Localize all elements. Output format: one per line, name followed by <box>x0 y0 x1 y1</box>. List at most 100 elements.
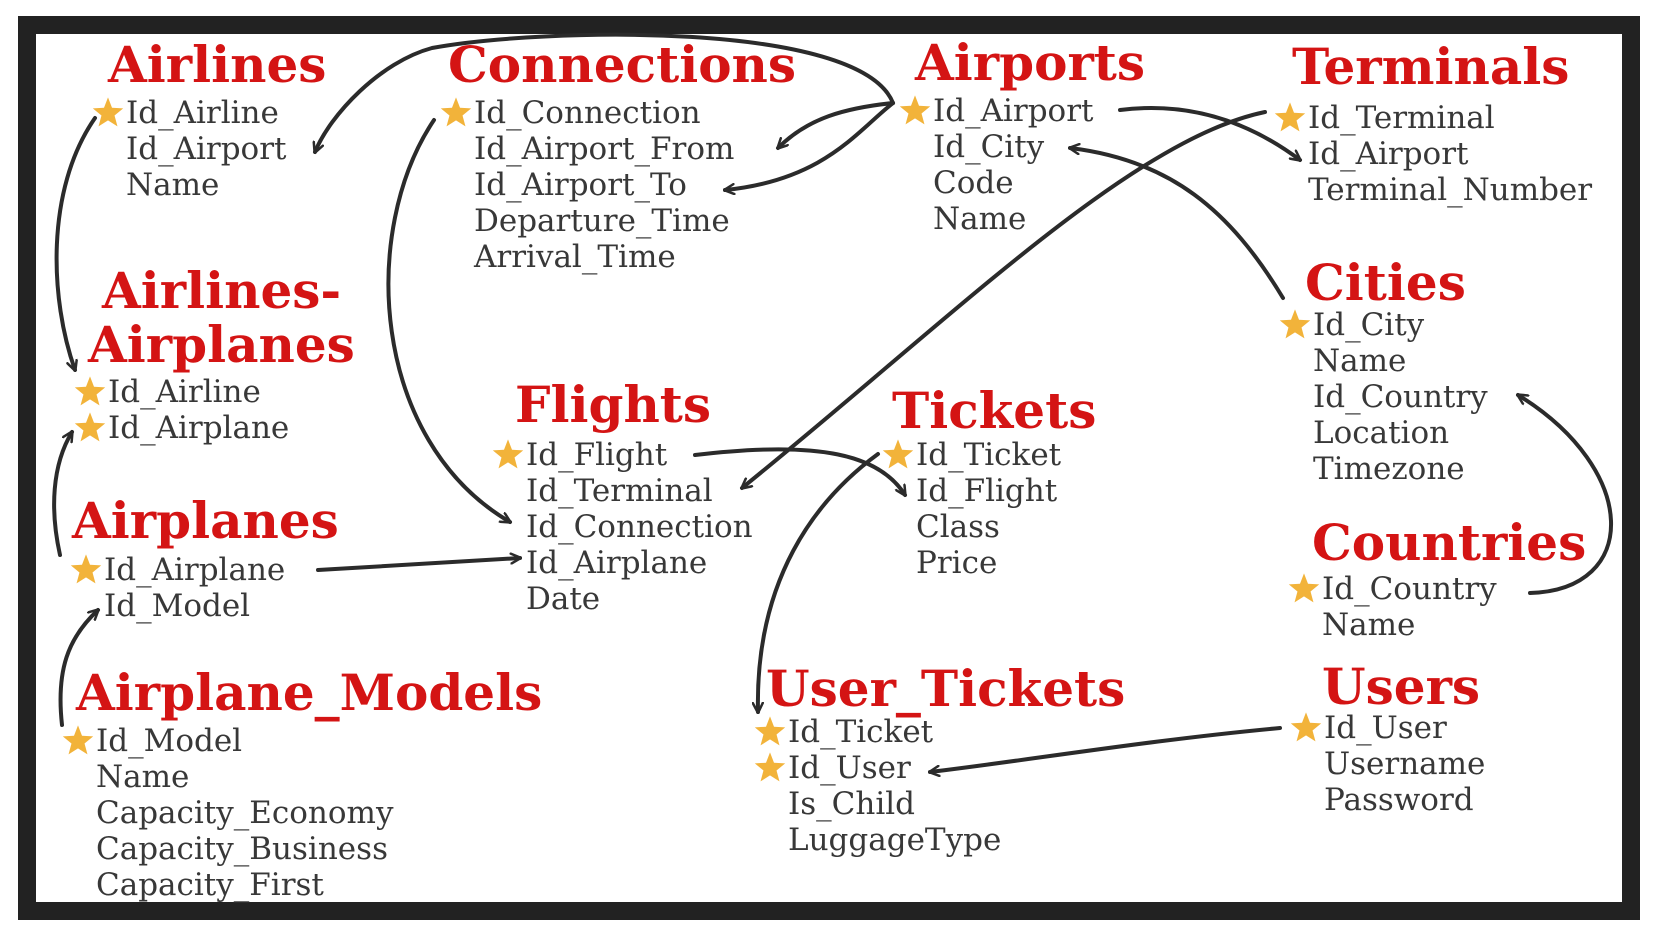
field-name: Capacity_Business <box>96 831 388 867</box>
field-name: Name <box>1313 343 1407 379</box>
field-name: Id_Connection <box>526 509 753 545</box>
table-title: Users <box>1322 660 1480 714</box>
star-icon <box>70 553 102 585</box>
field-name: Id_Airport_To <box>474 167 687 203</box>
field-name: Id_Country <box>1322 571 1497 607</box>
field-row: Id_Terminal <box>1274 100 1592 136</box>
field-row: Name <box>1322 607 1497 643</box>
field-name: Id_Airport <box>1308 136 1469 172</box>
field-row: Id_User <box>754 750 1001 786</box>
star-icon <box>440 96 472 128</box>
field-name: Id_Model <box>104 588 251 624</box>
title-line: Tickets <box>892 381 1097 440</box>
field-row: Password <box>1324 782 1485 818</box>
star-icon <box>74 375 106 407</box>
field-row: Capacity_First <box>96 867 393 903</box>
field-name: Price <box>916 545 998 581</box>
field-list: Id_Airline Id_Airplane <box>74 374 289 446</box>
field-row: Id_Airport <box>899 93 1094 129</box>
field-name: Capacity_Economy <box>96 795 394 831</box>
field-row: Id_Airline <box>92 95 287 131</box>
title-line: Cities <box>1305 253 1466 312</box>
table-title: Airlines <box>108 38 326 92</box>
field-name: Class <box>916 509 1000 545</box>
table-title: Connections <box>448 38 796 92</box>
field-row: Id_Airport_From <box>474 131 734 167</box>
field-list: Id_Terminal Id_Airport Terminal_Number <box>1274 100 1592 208</box>
field-name: Arrival_Time <box>474 239 676 275</box>
star-icon <box>899 94 931 126</box>
field-name: Name <box>96 759 190 795</box>
table-title: Airplanes <box>72 494 339 548</box>
field-name: Id_Airport <box>126 131 287 167</box>
field-row: Terminal_Number <box>1308 172 1592 208</box>
field-row: Name <box>933 201 1094 237</box>
title-line: Terminals <box>1292 37 1570 96</box>
title-line: Airplane_Models <box>76 663 543 722</box>
field-name: Id_Country <box>1313 379 1488 415</box>
field-name: Location <box>1313 415 1450 451</box>
title-line: Airports <box>915 33 1146 92</box>
field-list: Id_Country Name <box>1288 571 1497 643</box>
field-name: Code <box>933 165 1014 201</box>
field-list: Id_Model Name Capacity_Economy Capacity_… <box>62 723 393 903</box>
star-icon <box>1290 711 1322 743</box>
field-name: Id_Airline <box>126 95 279 131</box>
star-icon <box>74 411 106 443</box>
field-row: Id_Terminal <box>526 473 753 509</box>
field-row: Id_User <box>1290 710 1485 746</box>
field-row: Price <box>916 545 1061 581</box>
title-line: Connections <box>448 35 797 94</box>
title-line: Airlines- <box>102 261 342 320</box>
field-name: Id_Airline <box>108 374 261 410</box>
field-list: Id_Airport Id_City Code Name <box>899 93 1094 237</box>
field-name: Date <box>526 581 601 617</box>
field-row: Name <box>126 167 287 203</box>
field-row: Id_Model <box>104 588 285 624</box>
field-row: Id_Country <box>1288 571 1497 607</box>
title-line: User_Tickets <box>766 659 1126 718</box>
field-name: Password <box>1324 782 1474 818</box>
field-row: Id_Connection <box>526 509 753 545</box>
field-name: Name <box>933 201 1027 237</box>
field-name: Timezone <box>1313 451 1465 487</box>
table-title: Tickets <box>892 384 1096 438</box>
field-name: Id_Airplane <box>104 552 286 588</box>
field-row: Class <box>916 509 1061 545</box>
table-title: Airplane_Models <box>76 666 542 720</box>
field-row: Id_Airport <box>126 131 287 167</box>
field-row: Id_Airplane <box>74 410 289 446</box>
field-row: Id_Airport_To <box>474 167 734 203</box>
field-row: Id_Airport <box>1308 136 1592 172</box>
field-row: Id_Country <box>1313 379 1488 415</box>
star-icon <box>492 438 524 470</box>
table-title: Airports <box>915 36 1145 90</box>
field-name: Id_Model <box>96 723 243 759</box>
field-list: Id_User Username Password <box>1290 710 1485 818</box>
field-name: Id_City <box>1313 307 1425 343</box>
table-title: Countries <box>1312 516 1586 570</box>
field-name: Name <box>1322 607 1416 643</box>
table-title: Flights <box>515 378 711 432</box>
field-row: Id_Airplane <box>70 552 286 588</box>
field-name: Id_City <box>933 129 1045 165</box>
star-icon <box>754 715 786 747</box>
field-list: Id_City Name Id_Country Location Timezon… <box>1279 307 1488 487</box>
field-list: Id_Airplane Id_Model <box>70 552 286 624</box>
table-title: User_Tickets <box>766 662 1125 716</box>
field-row: Arrival_Time <box>474 239 734 275</box>
field-name: Id_User <box>788 750 911 786</box>
title-line: Countries <box>1312 513 1587 572</box>
field-name: Capacity_First <box>96 867 324 903</box>
field-row: Id_Connection <box>440 95 734 131</box>
field-row: Is_Child <box>788 786 1001 822</box>
field-name: Terminal_Number <box>1308 172 1593 208</box>
field-row: Id_Flight <box>916 473 1061 509</box>
field-name: Id_Terminal <box>526 473 713 509</box>
field-row: Code <box>933 165 1094 201</box>
title-line: Flights <box>515 375 712 434</box>
title-line: Users <box>1322 657 1481 716</box>
field-row: Capacity_Economy <box>96 795 393 831</box>
star-icon <box>882 438 914 470</box>
